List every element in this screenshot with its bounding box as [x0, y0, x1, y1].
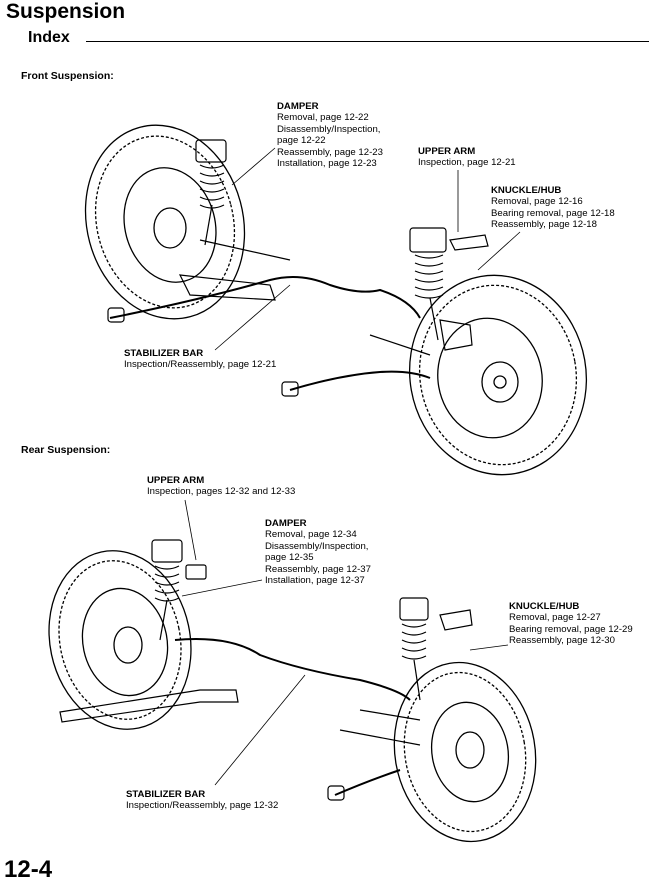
callout-line: Bearing removal, page 12-29 — [509, 623, 633, 635]
front-left-damper — [195, 139, 227, 246]
page-number: 12-4 — [4, 856, 53, 883]
front-damper-callout: DAMPER Removal, page 12-22 Disassembly/I… — [277, 101, 383, 169]
front-right-damper — [409, 227, 489, 351]
front-suspension-heading: Front Suspension: — [21, 70, 114, 82]
callout-line: Installation, page 12-23 — [277, 158, 377, 170]
rear-damper-callout: DAMPER Removal, page 12-34 Disassembly/I… — [265, 518, 371, 586]
rear-suspension-heading: Rear Suspension: — [21, 444, 111, 456]
callout-line: Disassembly/Inspection, — [265, 540, 369, 552]
page-subtitle: Index — [28, 29, 70, 46]
rear-knuckle-hub-callout: KNUCKLE/HUB Removal, page 12-27 Bearing … — [509, 601, 633, 647]
callout-line: Removal, page 12-34 — [265, 529, 357, 541]
callout-title: KNUCKLE/HUB — [491, 185, 562, 196]
front-left-wheel — [84, 124, 246, 320]
callout-line: Reassembly, page 12-37 — [265, 563, 371, 575]
callout-line: page 12-22 — [277, 135, 326, 147]
callout-line: Reassembly, page 12-23 — [277, 146, 383, 158]
rear-left-damper — [151, 539, 207, 641]
callout-line: Removal, page 12-16 — [491, 196, 583, 208]
page-title: Suspension — [6, 0, 126, 23]
callout-line: Reassembly, page 12-18 — [491, 219, 597, 231]
callout-title: UPPER ARM — [147, 475, 205, 486]
callout-line: Removal, page 12-22 — [277, 112, 369, 124]
callout-line: Disassembly/Inspection, — [277, 123, 381, 135]
callout-title: DAMPER — [277, 101, 319, 112]
callout-title: STABILIZER BAR — [126, 789, 206, 800]
callout-line: Inspection, page 12-21 — [418, 157, 516, 169]
rear-stabilizer-bar — [174, 638, 411, 796]
rear-right-damper — [399, 597, 473, 701]
front-stabilizer-bar — [109, 275, 431, 391]
rear-upper-arm-callout: UPPER ARM Inspection, pages 12-32 and 12… — [147, 475, 295, 498]
callout-line: Reassembly, page 12-30 — [509, 635, 615, 647]
front-right-wheel — [408, 274, 588, 476]
rear-stabilizer-bar-callout: STABILIZER BAR Inspection/Reassembly, pa… — [126, 789, 278, 812]
front-stabilizer-bar-callout: STABILIZER BAR Inspection/Reassembly, pa… — [124, 348, 276, 371]
callout-line: Inspection, pages 12-32 and 12-33 — [147, 486, 296, 498]
callout-title: KNUCKLE/HUB — [509, 601, 580, 612]
header-rule — [86, 41, 649, 42]
callout-line: Bearing removal, page 12-18 — [491, 207, 615, 219]
callout-line: Inspection/Reassembly, page 12-32 — [126, 800, 279, 812]
callout-line: Installation, page 12-37 — [265, 575, 365, 587]
callout-line: page 12-35 — [265, 552, 314, 564]
front-upper-arm-callout: UPPER ARM Inspection, page 12-21 — [418, 146, 516, 169]
callout-title: STABILIZER BAR — [124, 348, 204, 359]
rear-right-wheel — [393, 661, 537, 843]
callout-title: UPPER ARM — [418, 146, 476, 157]
rear-left-wheel — [48, 550, 192, 730]
callout-line: Removal, page 12-27 — [509, 612, 601, 624]
callout-line: Inspection/Reassembly, page 12-21 — [124, 359, 277, 371]
front-knuckle-hub-callout: KNUCKLE/HUB Removal, page 12-16 Bearing … — [491, 185, 615, 231]
front-left-lower-arm — [178, 274, 276, 301]
callout-title: DAMPER — [265, 518, 307, 529]
rear-left-arm — [59, 689, 239, 723]
